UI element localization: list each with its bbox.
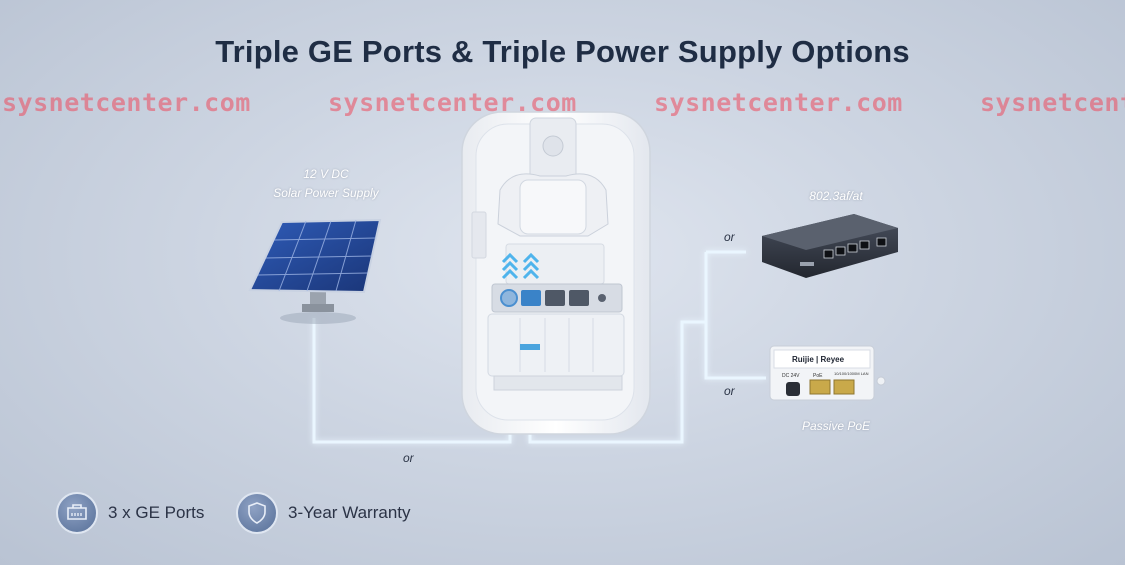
or-label-bottom: or	[403, 451, 414, 465]
passive-poe-injector: Ruijie | Reyee DC 24V PoE 10/100/1000M L…	[769, 345, 886, 401]
feature-label: 3 x GE Ports	[108, 503, 205, 522]
poe-caption: Passive PoE	[801, 419, 871, 433]
poe-port-label: PoE	[813, 373, 823, 379]
solar-caption-voltage: 12 V DC	[303, 167, 349, 181]
outdoor-access-point	[461, 111, 651, 435]
poe-brand-text: Ruijie | Reyee	[792, 355, 845, 364]
feature-ge-ports: 3 x GE Ports	[56, 492, 204, 534]
watermark-text: sysnetcenter.com	[980, 88, 1125, 117]
feature-warranty: 3-Year Warranty	[236, 492, 411, 534]
poe-dc-label: DC 24V	[782, 373, 800, 379]
feature-label: 3-Year Warranty	[288, 503, 411, 522]
poe-lan-label: 10/100/1000M LAN	[834, 371, 869, 376]
solar-panel	[248, 218, 382, 324]
page-title: Triple GE Ports & Triple Power Supply Op…	[215, 34, 910, 69]
or-label-top: or	[724, 230, 735, 244]
shield-icon	[236, 492, 278, 534]
or-label-right: or	[724, 384, 735, 398]
poe-switch	[762, 214, 898, 278]
watermark-text: sysnetcenter.com	[2, 88, 251, 117]
ethernet-port-icon	[56, 492, 98, 534]
solar-caption-label: Solar Power Supply	[273, 186, 379, 200]
watermark-text: sysnetcenter.com	[654, 88, 903, 117]
switch-caption: 802.3af/at	[809, 189, 863, 203]
